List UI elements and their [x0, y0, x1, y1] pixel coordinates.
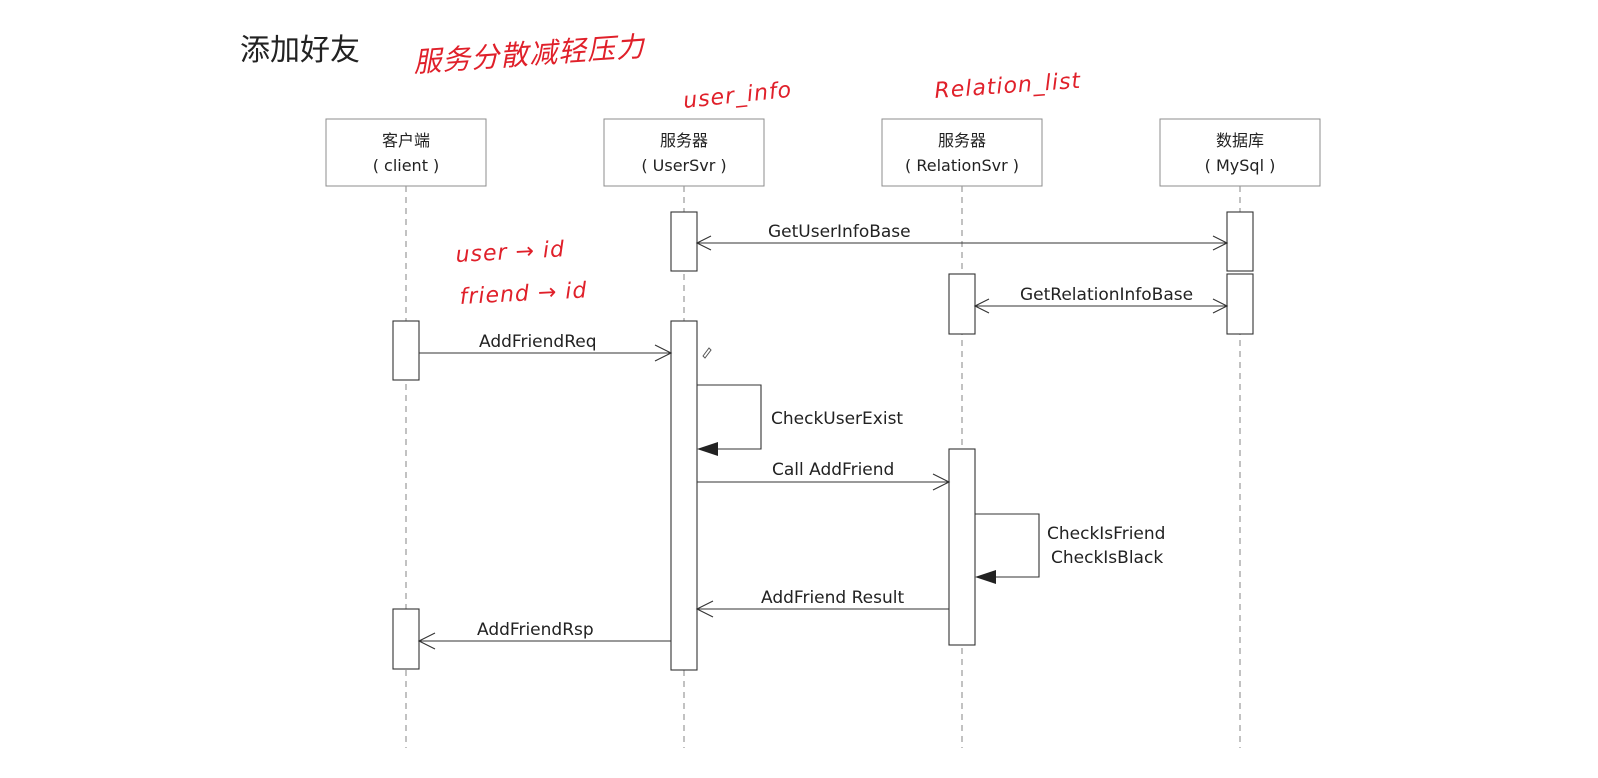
label-check-user-exist: CheckUserExist — [771, 409, 903, 429]
activation-mysql-1 — [1226, 211, 1254, 272]
message-add-friend-rsp: AddFriendRsp — [417, 620, 671, 650]
participant-mysql: 数据库 ( MySql ) — [1159, 118, 1321, 187]
label-call-add-friend: Call AddFriend — [772, 460, 894, 480]
message-check-is-friend-black: CheckIsFriend CheckIsBlack — [975, 513, 1165, 584]
annotation-relation-list: Relation_list — [934, 69, 1083, 104]
activation-relationsvr-2 — [948, 448, 976, 646]
label-get-user-info-base: GetUserInfoBase — [768, 222, 911, 242]
participant-usersvr-name: 服务器 — [660, 131, 708, 150]
annotation-user-info: user_info — [682, 78, 793, 114]
participant-mysql-sub: ( MySql ) — [1205, 156, 1276, 175]
participant-client-name: 客户端 — [382, 131, 430, 150]
message-get-user-info-base: GetUserInfoBase — [695, 222, 1229, 251]
activation-relationsvr-1 — [948, 273, 976, 335]
participant-usersvr-sub: ( UserSvr ) — [641, 156, 726, 175]
activation-usersvr-2 — [670, 320, 698, 671]
participant-relationsvr: 服务器 ( RelationSvr ) — [881, 118, 1043, 187]
label-check-is-friend: CheckIsFriend — [1047, 524, 1165, 544]
label-get-relation-info-base: GetRelationInfoBase — [1020, 285, 1193, 305]
message-add-friend-result: AddFriend Result — [695, 588, 949, 618]
participant-relationsvr-name: 服务器 — [938, 131, 986, 150]
participant-client: 客户端 ( client ) — [325, 118, 487, 187]
participant-usersvr: 服务器 ( UserSvr ) — [603, 118, 765, 187]
label-check-is-black: CheckIsBlack — [1051, 548, 1163, 568]
message-get-relation-info-base: GetRelationInfoBase — [973, 285, 1229, 314]
pencil-mark-icon — [702, 347, 712, 359]
page-title: 添加好友 — [240, 33, 360, 68]
participant-relationsvr-sub: ( RelationSvr ) — [905, 156, 1019, 175]
activation-usersvr-1 — [670, 211, 698, 272]
message-call-add-friend: Call AddFriend — [697, 460, 951, 491]
message-add-friend-req: AddFriendReq — [419, 332, 673, 362]
activation-client-2 — [392, 608, 420, 670]
activation-client-1 — [392, 320, 420, 381]
activation-mysql-2 — [1226, 273, 1254, 335]
participant-mysql-name: 数据库 — [1216, 131, 1264, 150]
participant-client-sub: ( client ) — [373, 156, 440, 175]
label-add-friend-result: AddFriend Result — [761, 588, 904, 608]
annotation-top-note: 服务分散减轻压力 — [412, 30, 647, 79]
annotation-friend-id: friend → id — [459, 278, 588, 310]
annotation-user-id: user → id — [455, 237, 566, 268]
label-add-friend-req: AddFriendReq — [479, 332, 597, 352]
message-check-user-exist: CheckUserExist — [697, 384, 903, 456]
label-add-friend-rsp: AddFriendRsp — [477, 620, 594, 640]
